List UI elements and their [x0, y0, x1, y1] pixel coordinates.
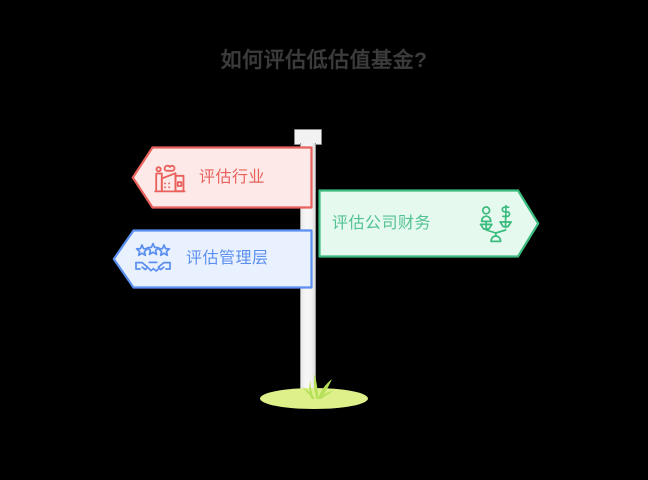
sign-industry[interactable]: 评估行业 — [131, 146, 313, 209]
stars-handshake-icon — [135, 242, 171, 272]
sign-financials[interactable]: 评估公司财务 — [318, 189, 540, 258]
sign-management[interactable]: 评估管理层 — [112, 229, 313, 289]
factory-icon — [154, 164, 186, 192]
sign-plate-industry — [131, 146, 313, 209]
sign-label-industry: 评估行业 — [199, 168, 266, 186]
page-title: 如何评估低估值基金? — [220, 49, 428, 72]
sign-label-management: 评估管理层 — [186, 250, 269, 267]
balance-scale-money-icon — [479, 204, 512, 242]
grass-tuft — [260, 374, 368, 409]
sign-label-financials: 评估公司财务 — [332, 214, 432, 232]
